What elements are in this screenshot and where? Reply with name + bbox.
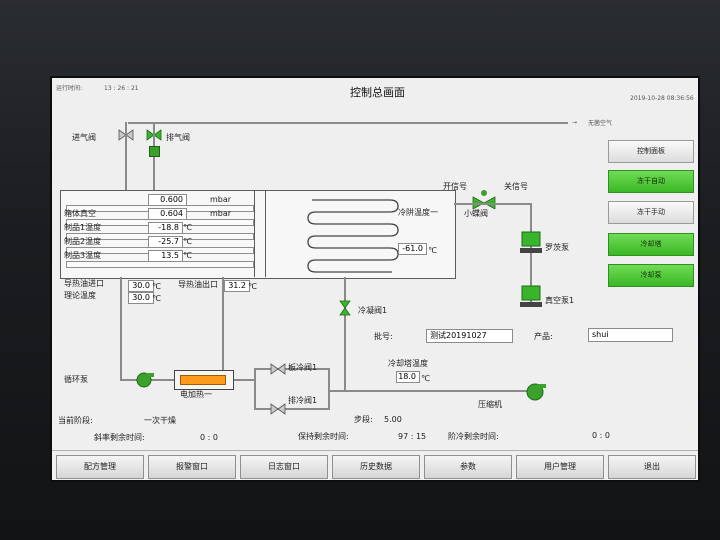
cooling-tower-label: 冷却塔温度: [388, 359, 428, 368]
ramp-time-label: 斜率剩余时间:: [94, 433, 145, 442]
oil-outlet-label: 导热油出口: [178, 280, 218, 289]
cooling-tower-value: 18.0: [396, 371, 420, 383]
nav-divider: [52, 450, 698, 451]
alarm-window-button[interactable]: 报警窗口: [148, 455, 236, 479]
step-remain-label: 阶冷剩余时间:: [448, 432, 499, 441]
air-label: 无菌空气: [588, 120, 613, 127]
product-temp-3-label: 制品3温度: [64, 251, 102, 260]
butterfly-valve-icon[interactable]: [472, 189, 496, 209]
datetime: 2019-10-28 08:36:56: [630, 95, 694, 102]
cold-trap-valve-label: 冷凝阀1: [358, 306, 388, 315]
vacuum-unit: mbar: [210, 209, 232, 218]
plate-cooling-valve-label: 板冷阀1: [288, 363, 318, 372]
shelf-bar: [66, 261, 254, 268]
product-temp-1-label: 制品1温度: [64, 223, 102, 232]
cold-trap-label: 冷阱温度一: [398, 208, 438, 217]
log-window-button[interactable]: 日志窗口: [240, 455, 328, 479]
compressor-icon[interactable]: [524, 382, 546, 402]
stage-label: 当前阶段:: [58, 416, 93, 425]
product-label: 产品:: [534, 332, 553, 341]
compressor-label: 压缩机: [478, 400, 502, 409]
step-label: 步段:: [354, 415, 373, 424]
exhaust-valve-icon[interactable]: [146, 128, 162, 142]
batch-field[interactable]: 测试20191027: [426, 329, 513, 343]
control-panel-button[interactable]: 控制面板: [608, 140, 694, 163]
oil-pipe: [254, 368, 330, 370]
page-title: 控制总画面: [350, 86, 405, 99]
circulation-pump-label: 循环泵: [64, 375, 88, 384]
parameters-button[interactable]: 参数: [424, 455, 512, 479]
oil-return-pipe: [120, 277, 122, 381]
stage-value: 一次干燥: [144, 416, 176, 425]
oil-pipe: [234, 379, 254, 381]
recipe-management-button[interactable]: 配方管理: [56, 455, 144, 479]
chamber-divider: [254, 190, 255, 277]
roots-pump-icon[interactable]: [520, 230, 542, 256]
inlet-pipe: [125, 122, 127, 190]
cold-trap-unit: ℃: [428, 246, 437, 255]
theory-temp-label: 理论温度: [64, 291, 96, 300]
ramp-time-value: 0 : 0: [200, 433, 218, 442]
exit-button[interactable]: 退出: [608, 455, 696, 479]
cooling-tower-unit: ℃: [421, 374, 430, 383]
oil-inlet-unit: ℃: [152, 282, 161, 291]
cooling-pump-button[interactable]: 冷却泵: [608, 264, 694, 287]
oil-inlet-value: 30.0: [128, 280, 154, 292]
exhaust-valve-label: 排气阀: [166, 133, 190, 142]
circulation-pump-icon[interactable]: [134, 372, 154, 388]
runtime-value: 13 : 26 : 21: [104, 85, 139, 92]
cold-trap-valve-icon[interactable]: [338, 300, 352, 316]
oil-pipe: [328, 368, 330, 410]
product-temp-1-unit: ℃: [183, 223, 192, 232]
oil-outlet-unit: ℃: [248, 282, 257, 291]
inlet-valve-icon[interactable]: [118, 128, 134, 142]
auto-dry-button[interactable]: 冻干自动: [608, 170, 694, 193]
oil-pipe: [254, 408, 330, 410]
oil-inlet-label: 导热油进口: [64, 279, 104, 288]
roots-pump-label: 罗茨泵: [545, 243, 569, 252]
history-data-button[interactable]: 历史数据: [332, 455, 420, 479]
hold-time-label: 保持剩余时间:: [298, 432, 349, 441]
runtime-label: 运行时间:: [56, 85, 83, 92]
open-signal-label: 开信号: [443, 182, 467, 191]
refrigerant-pipe: [328, 390, 528, 392]
cooling-tower-button[interactable]: 冷却塔: [608, 233, 694, 256]
manual-dry-button[interactable]: 冻干手动: [608, 201, 694, 224]
vacuum-pipe: [454, 203, 532, 205]
batch-label: 批号:: [374, 332, 393, 341]
vacuum-pump-icon[interactable]: [520, 284, 542, 310]
inlet-valve-label: 进气阀: [72, 133, 96, 142]
product-temp-2-label: 制品2温度: [64, 237, 102, 246]
exhaust-cooling-valve-icon[interactable]: [270, 402, 286, 416]
plate-cooling-valve-icon[interactable]: [270, 362, 286, 376]
step-remain-value: 0 : 0: [592, 431, 610, 440]
oil-pipe: [254, 368, 256, 410]
hold-time-value: 97 : 15: [398, 432, 427, 441]
product-temp-2-unit: ℃: [183, 237, 192, 246]
butterfly-valve-label: 小蝶阀: [464, 209, 488, 218]
oil-outlet-pipe: [222, 277, 224, 373]
theory-temp-value: 30.0: [128, 292, 154, 304]
cold-trap-value: -61.0: [398, 243, 427, 255]
exhaust-actuator-icon: [149, 146, 160, 157]
exhaust-cooling-valve-label: 排冷阀1: [288, 396, 318, 405]
vacuum-label: 箱体真空: [64, 209, 96, 218]
close-signal-label: 关信号: [504, 182, 528, 191]
step-value: 5.00: [384, 415, 402, 424]
heater-element-icon: [180, 375, 226, 385]
air-pipe-end: →: [572, 119, 578, 126]
cold-trap-pipe: [344, 277, 346, 391]
condenser-coil: [307, 199, 399, 273]
product-temp-3-unit: ℃: [183, 251, 192, 260]
hmi-screen: 运行时间: 13 : 26 : 21 控制总画面 2019-10-28 08:3…: [52, 78, 698, 480]
electric-heater-label: 电加热一: [180, 390, 212, 399]
vacuum-pump-label: 真空泵1: [545, 296, 575, 305]
chamber-divider-2: [265, 190, 266, 277]
oil-outlet-value: 31.2: [224, 280, 250, 292]
product-field[interactable]: shui: [588, 328, 673, 342]
theory-temp-unit: ℃: [152, 294, 161, 303]
user-management-button[interactable]: 用户管理: [516, 455, 604, 479]
pressure-unit: mbar: [210, 195, 232, 204]
air-pipe: [128, 122, 568, 124]
